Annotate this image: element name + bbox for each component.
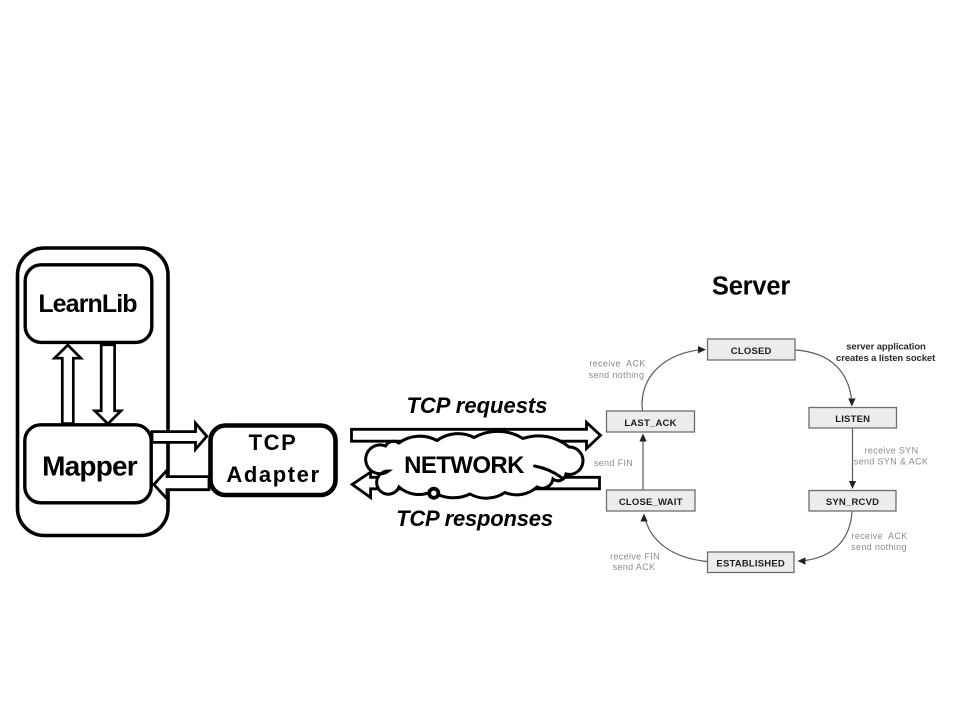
svg-text:send FIN: send FIN <box>594 458 633 468</box>
svg-text:LearnLib: LearnLib <box>38 290 137 318</box>
svg-text:receive SYN: receive SYN <box>865 445 919 455</box>
svg-text:LISTEN: LISTEN <box>835 414 870 425</box>
svg-text:server application: server application <box>846 342 926 353</box>
svg-text:Mapper: Mapper <box>42 451 138 482</box>
svg-text:LAST_ACK: LAST_ACK <box>624 418 676 429</box>
svg-text:CLOSE_WAIT: CLOSE_WAIT <box>619 497 683 508</box>
svg-text:CLOSED: CLOSED <box>731 346 772 357</box>
svg-text:receive FIN: receive FIN <box>610 551 660 561</box>
svg-text:send nothing: send nothing <box>589 370 645 380</box>
svg-text:TCP: TCP <box>249 430 298 455</box>
svg-text:Server: Server <box>712 273 790 301</box>
svg-text:TCP responses: TCP responses <box>396 506 553 531</box>
svg-text:creates a listen socket: creates a listen socket <box>836 353 936 364</box>
svg-text:send SYN & ACK: send SYN & ACK <box>854 456 928 466</box>
svg-text:ESTABLISHED: ESTABLISHED <box>716 559 785 570</box>
svg-text:Adapter: Adapter <box>226 462 320 487</box>
svg-text:SYN_RCVD: SYN_RCVD <box>826 497 879 508</box>
svg-text:send nothing: send nothing <box>851 542 907 552</box>
svg-text:receive ACK: receive ACK <box>589 359 645 369</box>
svg-text:send ACK: send ACK <box>613 562 656 572</box>
svg-text:TCP requests: TCP requests <box>406 393 547 418</box>
svg-text:NETWORK: NETWORK <box>404 452 525 479</box>
svg-text:receive ACK: receive ACK <box>851 531 907 541</box>
